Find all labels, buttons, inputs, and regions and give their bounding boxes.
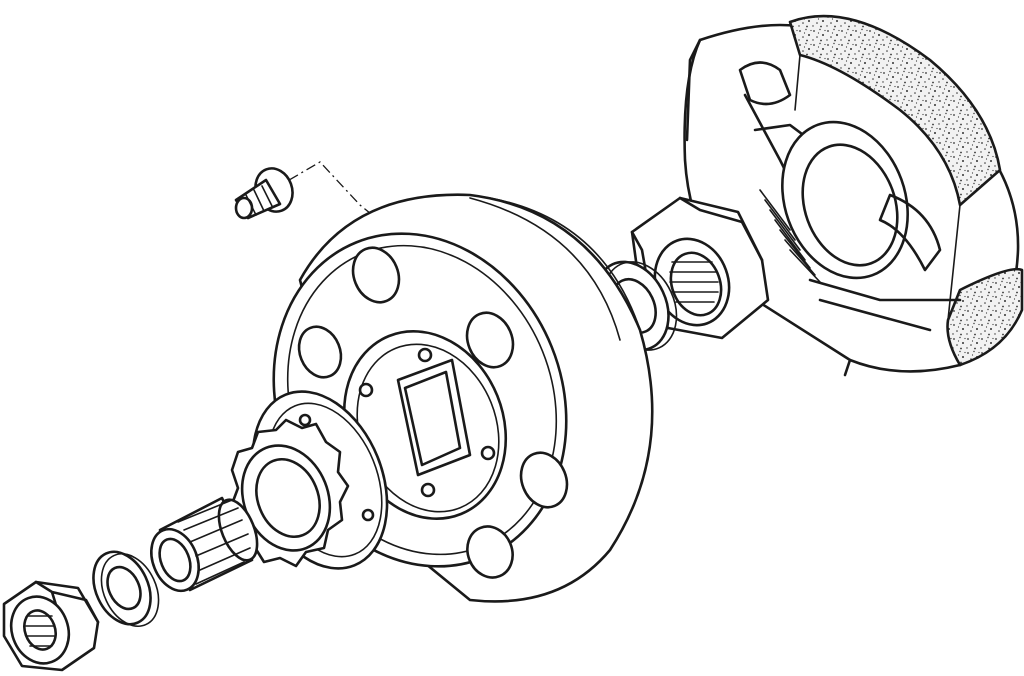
bell-hole — [466, 525, 514, 579]
screw — [234, 167, 294, 220]
bell-hole — [351, 246, 401, 304]
nut-small — [2, 580, 100, 672]
bell-hole — [297, 325, 343, 379]
bell-hole — [465, 311, 515, 369]
bell-square-bore — [396, 358, 472, 477]
friction-lining-upper — [788, 14, 1002, 207]
friction-lining-lower — [946, 267, 1024, 367]
washer-small — [92, 550, 160, 627]
clutch-shoe-assembly — [683, 14, 1024, 377]
center-line — [271, 161, 489, 309]
needle-bearing — [150, 496, 259, 593]
bell-hole — [519, 451, 569, 509]
